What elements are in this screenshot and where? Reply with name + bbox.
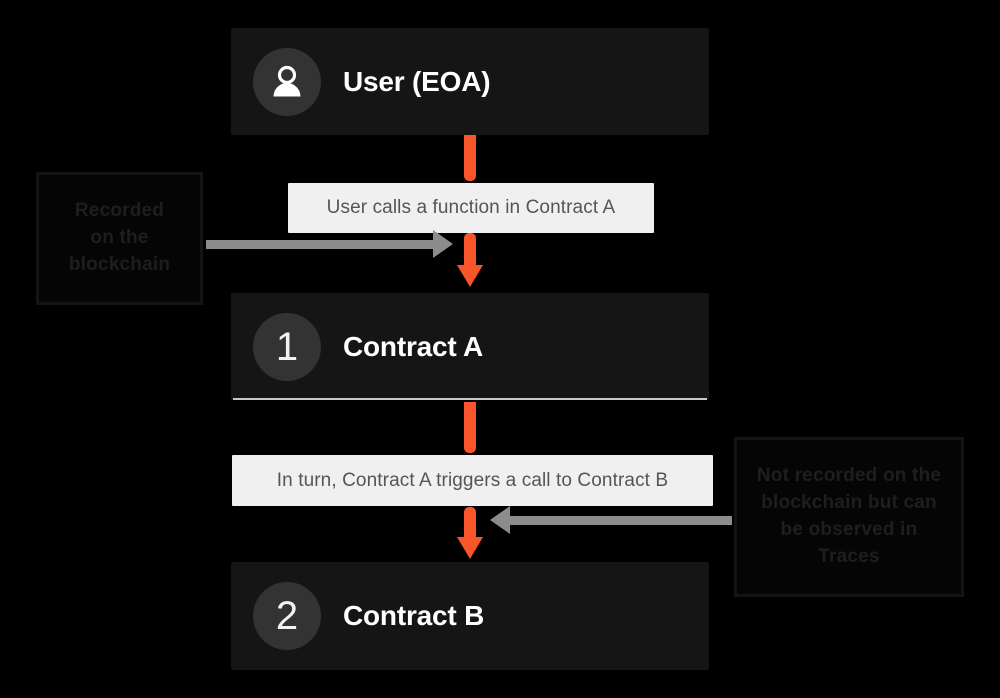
arrow-contract-a-to-contract-b-stem-bottom: [464, 507, 476, 541]
node-user[interactable]: User (EOA): [231, 28, 709, 135]
avatar: [253, 47, 321, 116]
arrow-annotation-not-recorded-shaft: [510, 516, 732, 525]
caption-contract-a-to-contract-b-text: In turn, Contract A triggers a call to C…: [276, 469, 669, 491]
annotation-recorded-text-wrap: Recorded on the blockchain: [69, 198, 170, 279]
annotation-not-recorded-line-1: Not recorded on the: [756, 465, 942, 487]
annotation-not-recorded-text-wrap: Not recorded on the blockchain but can b…: [757, 463, 941, 571]
annotation-recorded-line-1: Recorded: [74, 200, 165, 222]
node-contract-a-label: Contract A: [343, 330, 484, 362]
annotation-not-recorded: Not recorded on the blockchain but can b…: [734, 437, 964, 597]
badge-contract-b-number: 2: [275, 594, 299, 638]
badge-contract-a-number: 1: [275, 324, 299, 369]
caption-user-to-contract-a-text: User calls a function in Contract A: [326, 197, 616, 218]
arrow-contract-a-to-contract-b-head: [457, 537, 483, 559]
arrow-contract-a-to-contract-b-stem-top: [464, 402, 476, 453]
caption-user-to-contract-a: User calls a function in Contract A: [288, 183, 654, 233]
annotation-not-recorded-line-3: be observed in: [780, 519, 918, 540]
arrow-annotation-not-recorded-head: [490, 506, 510, 534]
caption-contract-a-to-contract-b: In turn, Contract A triggers a call to C…: [232, 455, 713, 506]
annotation-recorded: Recorded on the blockchain: [36, 172, 203, 305]
annotation-recorded-line-2: on the: [90, 227, 149, 249]
badge-contract-a: 1: [253, 312, 321, 381]
arrow-annotation-recorded-shaft: [206, 240, 433, 249]
arrow-user-to-contract-a-stem-bottom: [464, 233, 476, 269]
node-contract-a[interactable]: 1 Contract A: [231, 293, 709, 400]
node-contract-b[interactable]: 2 Contract B: [231, 562, 709, 670]
arrow-user-to-contract-a-head: [457, 265, 483, 287]
node-contract-b-label: Contract B: [343, 600, 485, 631]
person-icon: [273, 65, 301, 96]
node-contract-a-underline: [233, 398, 707, 400]
annotation-recorded-line-3: blockchain: [68, 253, 171, 275]
annotation-not-recorded-line-4: Traces: [818, 545, 880, 567]
arrow-annotation-recorded-head: [433, 230, 453, 258]
badge-contract-b: 2: [253, 582, 321, 650]
node-user-label: User (EOA): [343, 65, 491, 97]
arrow-user-to-contract-a-stem-top: [464, 135, 476, 181]
annotation-not-recorded-line-2: blockchain but can: [761, 492, 937, 514]
